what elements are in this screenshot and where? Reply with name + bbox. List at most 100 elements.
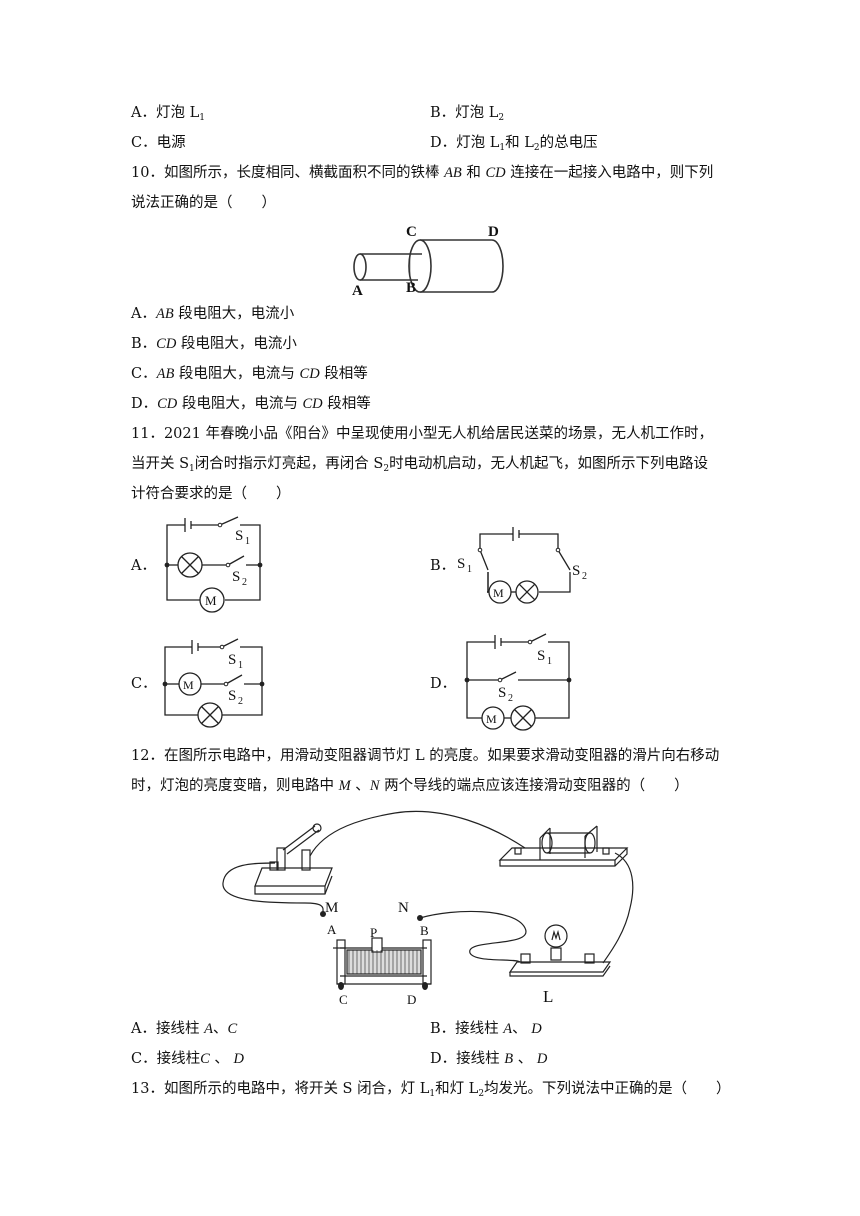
label-s: S (537, 648, 545, 664)
q11-option-b-label[interactable]: B． (430, 558, 456, 574)
q12-option-b[interactable]: B．接线柱 A、 D (430, 1019, 542, 1039)
option-text: 的总电压 (539, 135, 598, 151)
q10-rod-figure: A B C D (352, 224, 504, 299)
label-c: C (339, 992, 348, 1007)
subscript: 2 (533, 143, 540, 153)
q10-option-c[interactable]: C．AB 段电阻大，电流与 CD 段相等 (131, 364, 368, 384)
stem-italic: N (369, 778, 380, 794)
subscript: 2 (478, 1089, 485, 1099)
subscript: 1 (499, 143, 506, 153)
q12-circuit-figure: M N A P B C D L (222, 810, 634, 1007)
label-b: B (406, 280, 416, 296)
q11-stem-line1: 11．2021 年春晚小品《阳台》中呈现使用小型无人机给居民送菜的场景，无人机工… (131, 424, 713, 444)
label-l: L (543, 987, 553, 1006)
subscript: 2 (383, 464, 390, 474)
q9-option-c[interactable]: C．电源 (131, 133, 186, 153)
q12-option-c[interactable]: C．接线柱C 、 D (131, 1049, 244, 1069)
label-b: B (420, 923, 429, 938)
label-s: S (498, 685, 506, 701)
stem-text: 时电动机启动，无人机起飞，如图所示下列电路设 (389, 456, 709, 472)
stem-text: 闭合时指示灯亮起，再闭合 S (194, 456, 384, 472)
option-italic: C (200, 1051, 210, 1067)
option-text: C． (131, 366, 157, 382)
option-text: 段电阻大，电流与 (177, 396, 303, 412)
option-italic: D (536, 1051, 548, 1067)
option-text: D．接线柱 (430, 1051, 505, 1067)
motor-label: M (183, 678, 194, 692)
q10-option-b[interactable]: B．CD 段电阻大，电流小 (131, 334, 297, 354)
option-text: B． (131, 336, 157, 352)
stem-text: 当开关 S (131, 456, 190, 472)
option-text: 段相等 (322, 396, 371, 412)
option-text: 、 (513, 1051, 537, 1067)
q9-option-a[interactable]: A．灯泡 L1 (131, 103, 205, 123)
option-italic: A (503, 1021, 513, 1037)
option-text: A． (131, 306, 156, 322)
label-sub: 2 (582, 571, 587, 582)
label-a: A (352, 283, 363, 299)
stem-text: 说法正确的是（ ） (131, 195, 276, 211)
q11-option-c-label[interactable]: C． (131, 676, 157, 692)
option-italic: A (204, 1021, 213, 1037)
label-d: D (488, 224, 499, 240)
option-text: 段电阻大，电流与 (174, 366, 300, 382)
option-italic: CD (156, 336, 177, 352)
option-italic: B (504, 1051, 514, 1067)
subscript: 1 (199, 113, 205, 123)
option-text: 段电阻大，电流小 (176, 336, 297, 352)
q11-stem-line2: 当开关 S1闭合时指示灯亮起，再闭合 S2时电动机启动，无人机起飞，如图所示下列… (131, 454, 708, 474)
stem-text: 11．2021 年春晚小品《阳台》中呈现使用小型无人机给居民送菜的场景，无人机工… (131, 426, 713, 442)
label-sub: 1 (547, 656, 552, 667)
option-text: B．接线柱 (430, 1021, 504, 1037)
stem-text: 、 (350, 778, 370, 794)
option-italic: CD (299, 366, 320, 382)
q11-option-d-label[interactable]: D． (430, 676, 457, 692)
option-text: A．接线柱 (131, 1021, 205, 1037)
stem-italic: AB (444, 165, 462, 181)
option-italic: CD (302, 396, 323, 412)
stem-text: 12．在图所示电路中，用滑动变阻器调节灯 L 的亮度。如果要求滑动变阻器的滑片向… (131, 748, 720, 764)
option-text: A．灯泡 L (131, 105, 200, 121)
stem-text: 10．如图所示，长度相同、横截面积不同的铁棒 (131, 165, 445, 181)
label-sub: 2 (238, 696, 243, 707)
label-d: D (407, 992, 416, 1007)
label-s: S (457, 556, 465, 572)
q9-option-d[interactable]: D．灯泡 L1和 L2的总电压 (430, 133, 598, 153)
q10-option-a[interactable]: A．AB 段电阻大，电流小 (131, 304, 294, 324)
stem-text: 计符合要求的是（ ） (131, 486, 291, 502)
option-text: 、 (209, 1051, 234, 1067)
label-s: S (572, 563, 580, 579)
q12-option-d[interactable]: D．接线柱 B 、 D (430, 1049, 547, 1069)
stem-text: 连接在一起接入电路中，则下列 (505, 165, 714, 181)
q10-stem-line2: 说法正确的是（ ） (131, 193, 276, 213)
option-italic: D (531, 1021, 542, 1037)
option-text: 和 L (505, 135, 534, 151)
label-sub: 1 (245, 536, 250, 547)
label-a: A (327, 922, 337, 937)
label-sub: 2 (508, 693, 513, 704)
q11-option-a-label[interactable]: A． (131, 558, 156, 574)
option-italic: AB (155, 306, 174, 322)
stem-italic: M (338, 778, 351, 794)
q12-option-a[interactable]: A．接线柱 A、C (131, 1019, 237, 1039)
option-text: 段相等 (319, 366, 368, 382)
subscript: 1 (189, 464, 195, 474)
option-text: C．接线柱 (131, 1051, 201, 1067)
label-s: S (228, 652, 236, 668)
q11-stem-line3: 计符合要求的是（ ） (131, 484, 291, 504)
option-text: C．电源 (131, 135, 186, 151)
q10-option-d[interactable]: D．CD 段电阻大，电流与 CD 段相等 (131, 394, 371, 414)
option-italic: CD (157, 396, 178, 412)
label-s: S (232, 569, 240, 585)
stem-text: 均发光。下列说法中正确的是（ ） (484, 1081, 731, 1097)
label-c: C (406, 224, 417, 240)
q9-option-b[interactable]: B．灯泡 L2 (430, 103, 504, 123)
q10-stem-line1: 10．如图所示，长度相同、横截面积不同的铁棒 AB 和 CD 连接在一起接入电路… (131, 163, 713, 183)
label-p: P (370, 925, 377, 940)
stem-italic: CD (485, 165, 506, 181)
motor-label: M (205, 593, 217, 608)
